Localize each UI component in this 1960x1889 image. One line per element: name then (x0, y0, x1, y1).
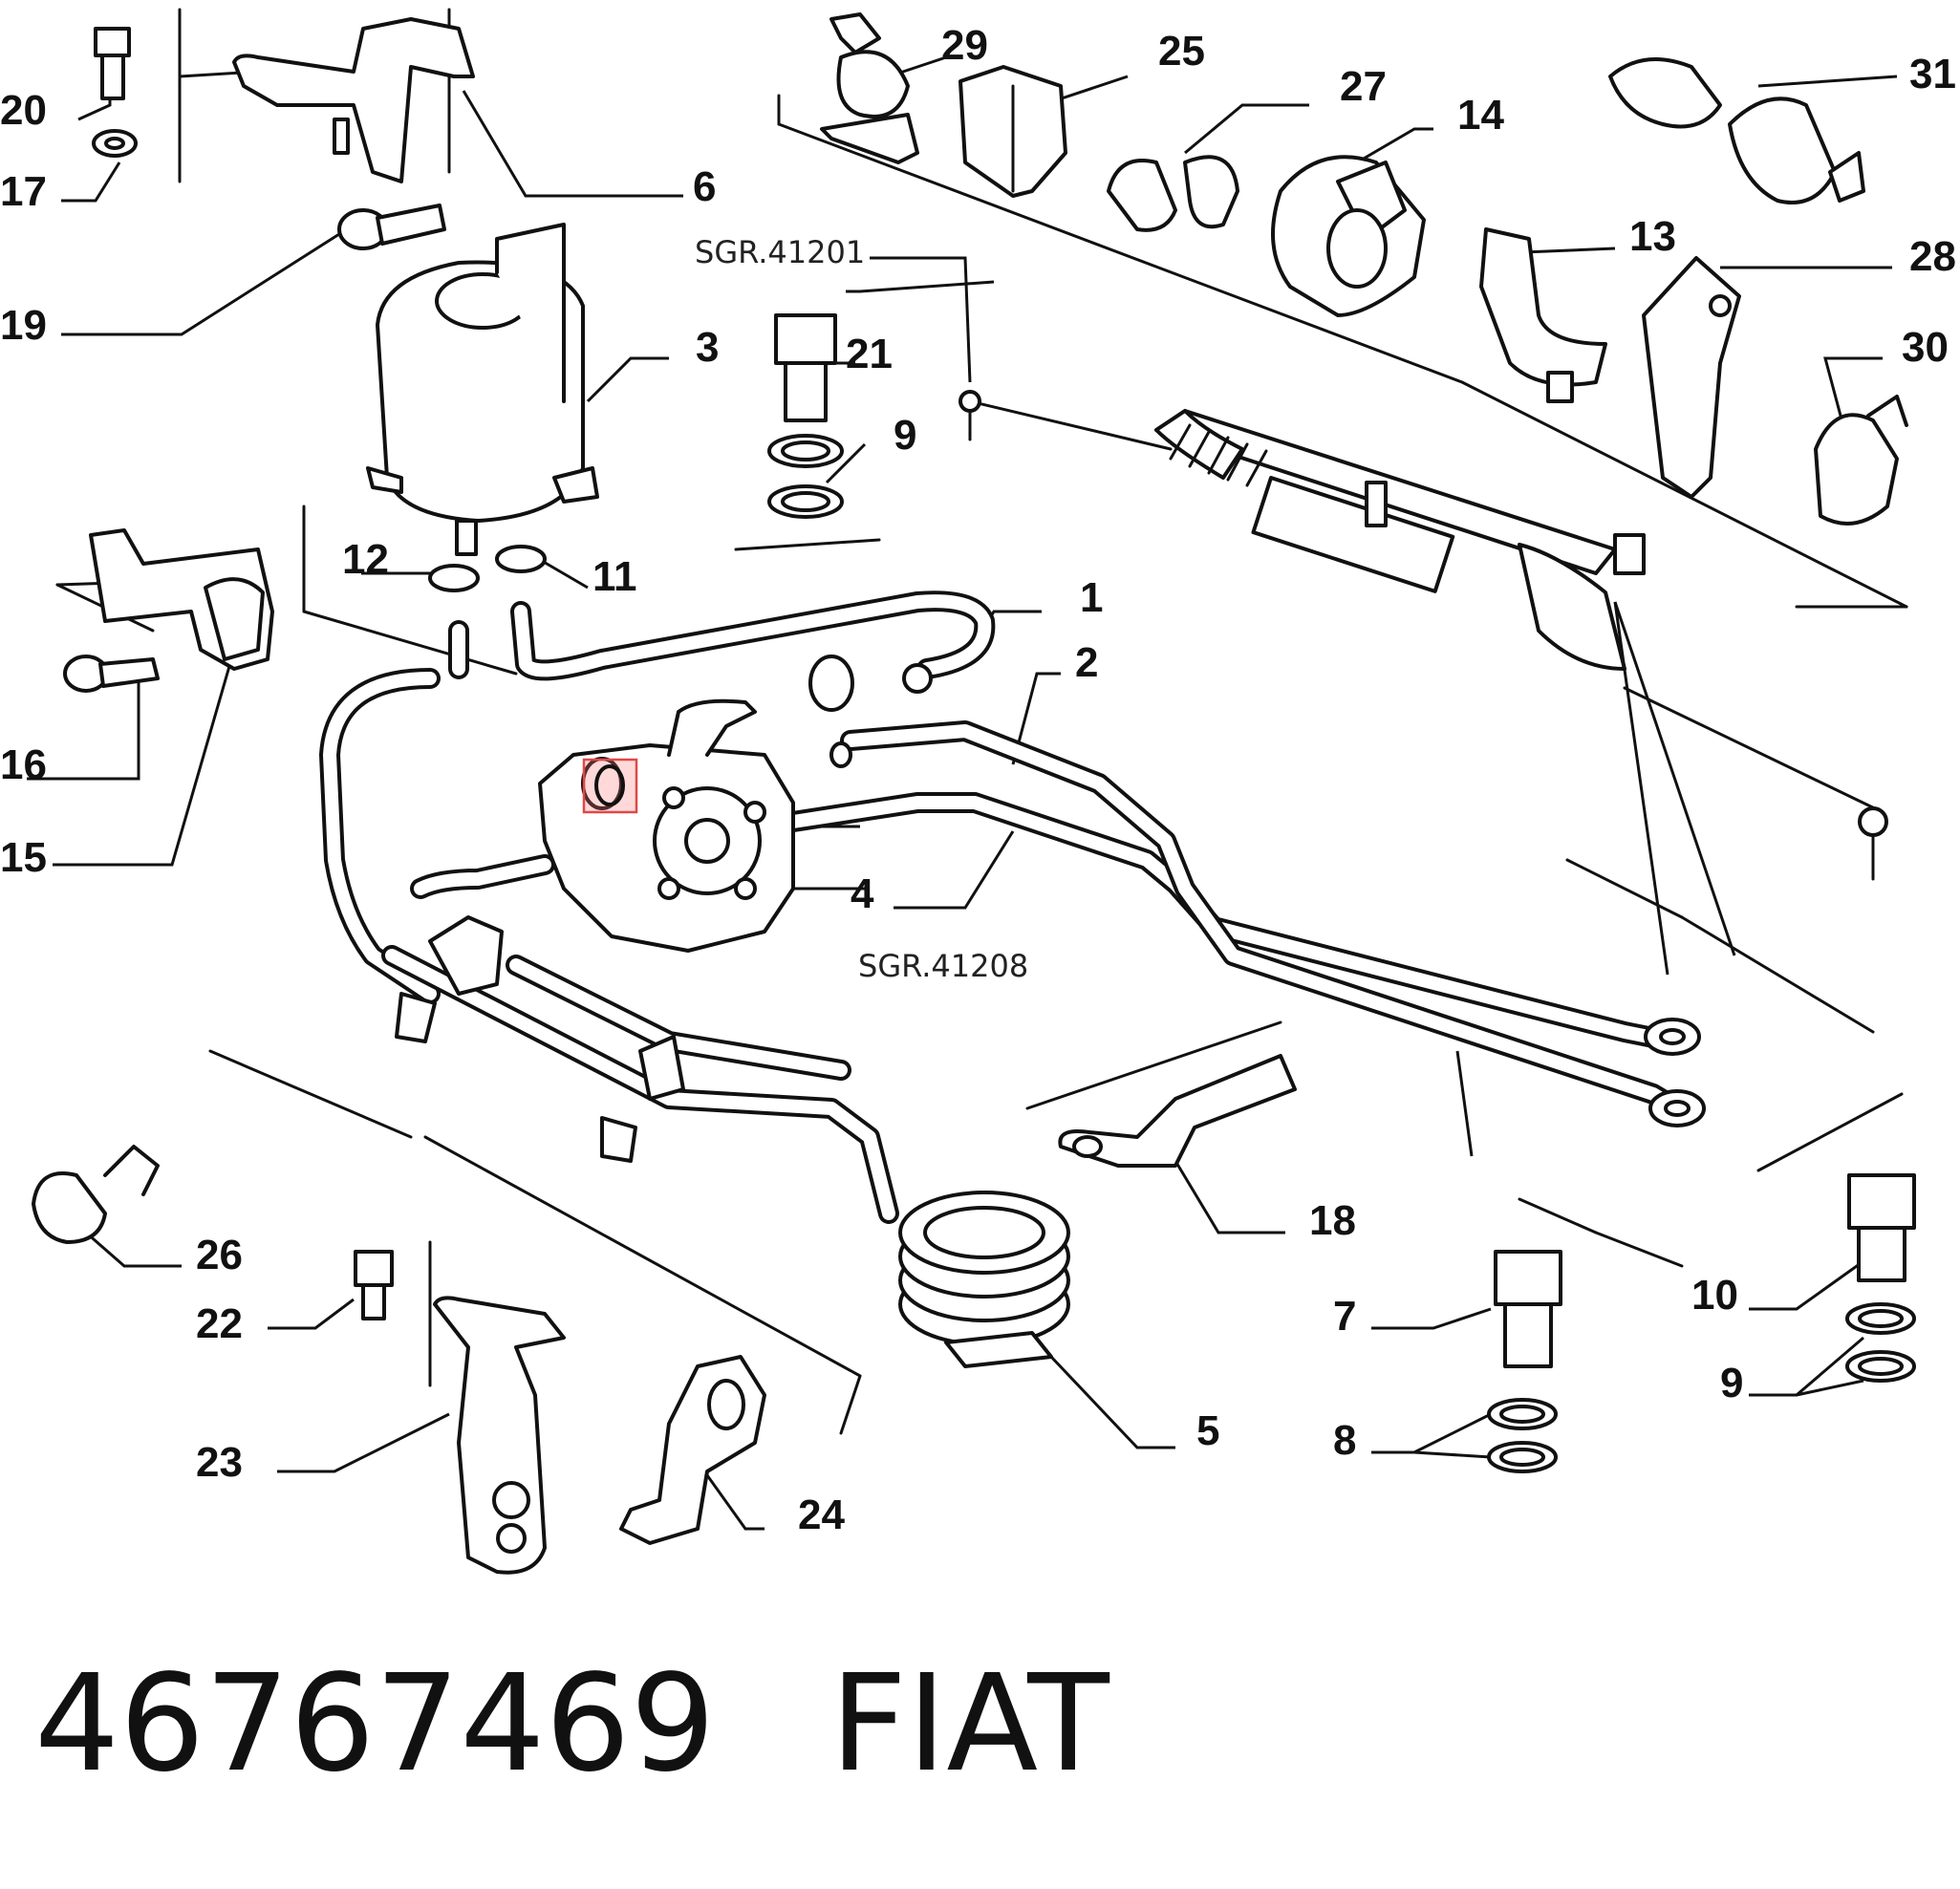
bracket-6 (232, 17, 475, 183)
callout-18: 18 (1309, 1197, 1356, 1244)
callout-12: 12 (342, 536, 389, 583)
banjo-bolt-10 (1847, 1173, 1916, 1282)
callout-25: 25 (1158, 28, 1205, 75)
callout-24: 24 (798, 1492, 845, 1538)
cooler-coil-5 (898, 1191, 1070, 1368)
callout-10: 10 (1691, 1272, 1738, 1319)
callout-labels: 20 17 6 19 3 21 9 12 11 16 15 1 2 4 29 2… (0, 22, 1956, 1538)
washer-17 (92, 129, 138, 158)
callout-8: 8 (1333, 1417, 1356, 1464)
steering-pump (538, 698, 795, 953)
callout-20: 20 (0, 87, 47, 134)
bracket-13 (1479, 227, 1607, 403)
bolt-19 (337, 204, 446, 250)
callout-21: 21 (846, 331, 893, 377)
callout-23: 23 (196, 1439, 243, 1486)
callout-29: 29 (941, 22, 988, 69)
part-number: 46767469 (34, 1646, 716, 1802)
callout-7: 7 (1333, 1293, 1356, 1340)
banjo-bolt-7 (1494, 1250, 1562, 1368)
hose-clamps-11-12 (428, 545, 854, 712)
callout-3: 3 (696, 324, 719, 371)
callout-13: 13 (1629, 213, 1676, 260)
ref-steering-rack: SGR.41201 (695, 234, 865, 270)
callout-31: 31 (1909, 51, 1956, 97)
callout-15: 15 (0, 834, 47, 881)
callout-2: 2 (1075, 639, 1098, 686)
footer: 46767469 FIAT (34, 1653, 1109, 1796)
clamp-30 (1814, 395, 1908, 526)
clip-25 (958, 65, 1067, 198)
steering-rack (958, 390, 1888, 881)
callout-14: 14 (1457, 92, 1504, 139)
brand-name: FIAT (829, 1646, 1109, 1802)
bracket-23 (433, 1296, 566, 1575)
callout-26: 26 (196, 1232, 243, 1278)
callout-9-bottom: 9 (1720, 1360, 1743, 1406)
callout-1: 1 (1080, 574, 1103, 621)
bolt-20 (94, 27, 131, 100)
bracket-15 (89, 528, 274, 671)
bracket-18 (1058, 1054, 1297, 1168)
callout-11: 11 (592, 553, 637, 600)
callout-6: 6 (693, 163, 716, 210)
divider-lines (55, 8, 1908, 1435)
seal-rings-9-top (767, 434, 844, 519)
callout-4: 4 (851, 870, 874, 917)
clamp-31 (1608, 57, 1865, 204)
pipe-clips (395, 915, 685, 1163)
clamp-27 (1107, 155, 1239, 232)
clamp-29 (820, 12, 919, 164)
reservoir-3 (366, 223, 599, 556)
callout-28: 28 (1909, 233, 1956, 280)
callout-17: 17 (0, 168, 47, 215)
clamp-26 (32, 1145, 160, 1244)
bracket-24 (619, 1355, 766, 1545)
callout-16: 16 (0, 741, 47, 788)
hoses-and-pipes (319, 590, 1706, 1224)
callout-19: 19 (0, 302, 47, 349)
bolt-16 (63, 655, 160, 693)
callout-30: 30 (1902, 324, 1949, 371)
seal-rings-9-bottom (1845, 1302, 1916, 1383)
banjo-bolt-21 (774, 313, 837, 422)
reference-labels: SGR.41201 SGR.41208 (695, 234, 1028, 984)
callout-22: 22 (196, 1300, 243, 1347)
bracket-14 (1271, 155, 1426, 317)
bolt-22 (354, 1250, 394, 1320)
callout-9-top: 9 (894, 412, 916, 459)
gasket-28 (1642, 256, 1741, 499)
ref-pump: SGR.41208 (858, 948, 1028, 984)
seal-rings-8 (1487, 1398, 1558, 1473)
callout-27: 27 (1340, 63, 1387, 110)
callout-5: 5 (1196, 1407, 1219, 1454)
